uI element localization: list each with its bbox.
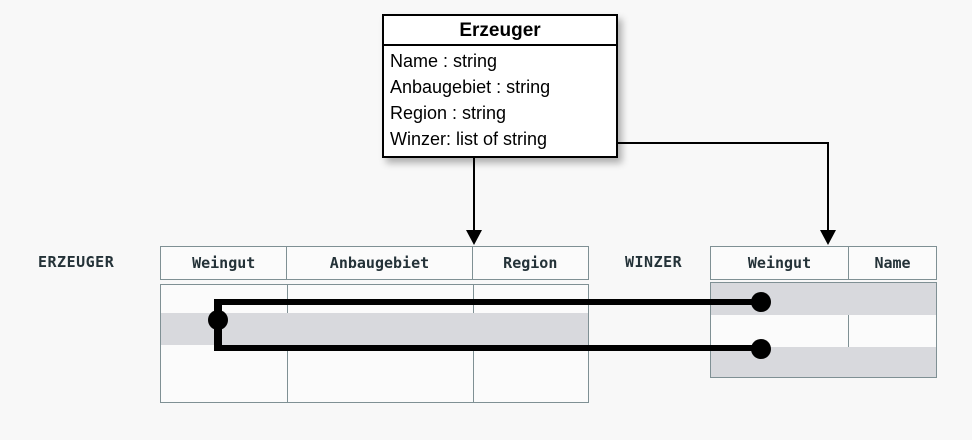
table-row[interactable] [711,347,936,377]
column-header-weingut: Weingut [711,247,849,279]
table-body-winzer [710,282,937,378]
link-branch-bottom [214,345,761,351]
arrow-down-icon-erzeuger [466,230,482,245]
column-header-region: Region [503,254,558,272]
link-dot-icon-winzer-row1 [751,292,771,312]
uml-attribute: Winzer: list of string [390,129,548,149]
table-row[interactable] [711,315,936,347]
link-dot-icon-erzeuger [208,310,228,330]
table-row[interactable] [161,313,588,345]
connector-winzer-stem [827,142,829,232]
uml-class-title: Erzeuger [384,16,616,46]
table-header-winzer: Weingut Name [710,246,937,280]
uml-attribute: Region : string [390,103,507,123]
table-label-winzer: WINZER [625,253,683,271]
table-row[interactable] [161,375,588,402]
arrow-down-icon-winzer [820,230,836,245]
uml-attribute-list: Name : string Anbaugebiet : string Regio… [384,46,616,152]
column-divider [848,283,849,377]
connector-winzer-horizontal [608,142,829,144]
link-dot-icon-winzer-row3 [751,339,771,359]
uml-attribute: Anbaugebiet : string [390,77,551,97]
uml-attribute: Name : string [390,51,498,71]
table-header-erzeuger: Weingut Anbaugebiet Region [160,246,589,280]
connector-erzeuger-stem [473,158,475,232]
uml-class-box: Erzeuger Name : string Anbaugebiet : str… [382,14,618,158]
link-branch-top [214,299,761,305]
column-header-weingut: Weingut [161,247,288,279]
table-label-erzeuger: ERZEUGER [38,253,115,271]
column-header-name: Name [874,254,911,272]
column-header-anbaugebiet: Anbaugebiet [287,247,473,279]
